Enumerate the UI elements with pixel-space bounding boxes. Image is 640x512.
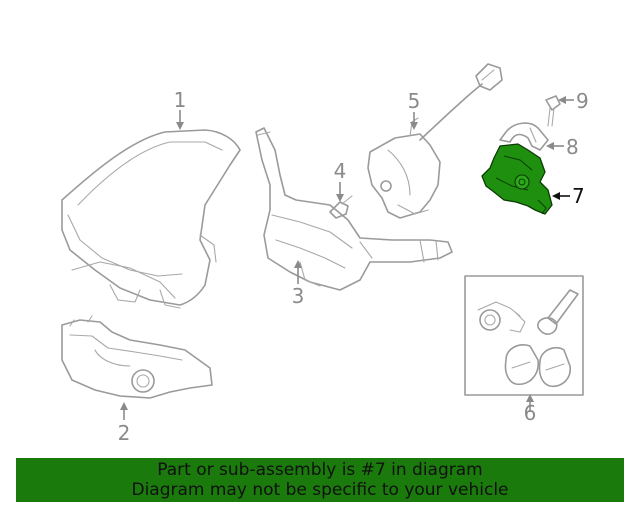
part-1-upper-column-cover[interactable] bbox=[61, 129, 241, 309]
info-banner: Part or sub-assembly is #7 in diagram Di… bbox=[16, 458, 624, 502]
callout-7: 7 bbox=[572, 184, 585, 208]
callout-2: 2 bbox=[118, 421, 131, 445]
callout-1: 1 bbox=[174, 88, 187, 112]
callout-4: 4 bbox=[334, 159, 347, 183]
callout-3: 3 bbox=[292, 284, 305, 308]
part-4-bolt[interactable] bbox=[329, 195, 353, 219]
leader-lines bbox=[120, 96, 574, 420]
banner-line-disclaimer: Diagram may not be specific to your vehi… bbox=[131, 480, 509, 500]
part-8-clamp[interactable] bbox=[499, 122, 549, 151]
part-2-lower-column-cover[interactable] bbox=[61, 315, 213, 399]
part-9-screw[interactable] bbox=[545, 95, 561, 127]
part-6-key-set[interactable] bbox=[464, 275, 584, 396]
parts-diagram: 1 2 3 4 5 6 7 8 9 bbox=[61, 63, 589, 445]
callout-6: 6 bbox=[524, 401, 537, 425]
banner-line-part: Part or sub-assembly is #7 in diagram bbox=[157, 460, 483, 480]
part-7-steering-lock-housing[interactable] bbox=[481, 143, 553, 215]
callout-8: 8 bbox=[566, 135, 579, 159]
part-5-clock-spring[interactable] bbox=[367, 63, 503, 219]
callout-9: 9 bbox=[576, 89, 589, 113]
part-3-combination-switch[interactable] bbox=[255, 127, 453, 291]
callout-5: 5 bbox=[408, 89, 421, 113]
